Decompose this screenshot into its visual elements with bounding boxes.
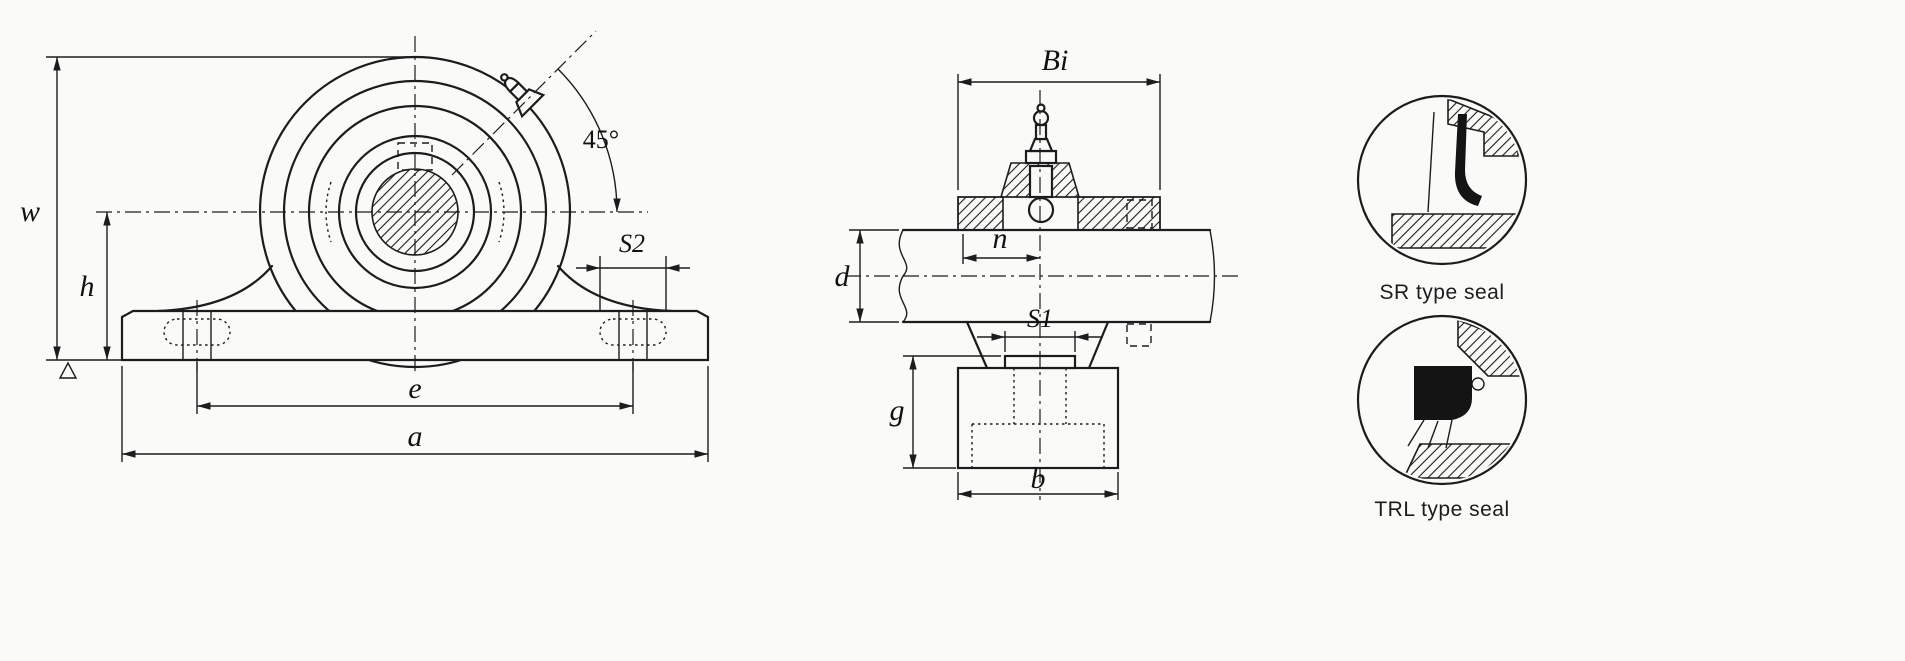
trl-seal-body [1414,366,1472,420]
set-screw-ball [1027,196,1055,224]
sr-seal-lip [1454,114,1482,206]
dimension-g: g [890,355,1001,469]
centerlines-front [96,36,648,372]
centerlines-side [845,90,1238,500]
dimension-s1: S1 [977,304,1103,352]
dim-label-a: a [408,420,423,453]
dimension-s2: S2 [576,229,690,312]
set-screw-hidden [397,142,433,171]
seal-detail-trl: TRL type seal [1356,314,1528,521]
dim-label-b: b [1031,462,1046,495]
housing-section-top [957,196,1161,231]
dim-label-s2: S2 [619,229,645,258]
dim-label-d: d [835,260,851,293]
trl-seal-caption: TRL type seal [1374,498,1509,521]
dimension-w: w [20,56,408,361]
datum-symbol [58,361,78,379]
dim-label-w: w [20,195,40,228]
dimension-angle-45: 45° [451,30,621,213]
sr-seal-caption: SR type seal [1379,281,1504,304]
dim-label-bi: Bi [1042,44,1069,77]
dim-label-g: g [890,394,905,427]
dimension-n: n [962,222,1040,264]
hidden-slot-side [1126,323,1152,347]
housing-section-bottom [956,320,1152,470]
bolt-slot-right [599,318,667,346]
dimension-e: e [196,362,634,414]
sr-slinger [1427,111,1435,213]
seal-detail-sr: SR type seal [1356,94,1528,304]
dim-label-e: e [408,372,421,405]
dimension-h: h [80,212,111,360]
trl-spring [1471,377,1485,391]
hidden-screw-hole [1126,199,1153,229]
front-view: 45° w h S2 e [20,30,710,462]
trl-shaft-section [1402,443,1521,479]
side-view: Bi n d S1 g [835,44,1238,500]
dim-label-s1: S1 [1027,304,1053,333]
housing-wings [156,264,674,313]
dimension-b: b [957,462,1119,500]
dim-label-h: h [80,270,95,303]
dimension-d: d [835,229,899,323]
grease-fitting-front [500,73,546,119]
dim-label-n: n [993,222,1008,255]
dimension-bi: Bi [957,44,1161,190]
bolt-slot-left [163,318,231,346]
dim-label-45: 45° [583,125,619,154]
dimension-a: a [121,366,709,462]
